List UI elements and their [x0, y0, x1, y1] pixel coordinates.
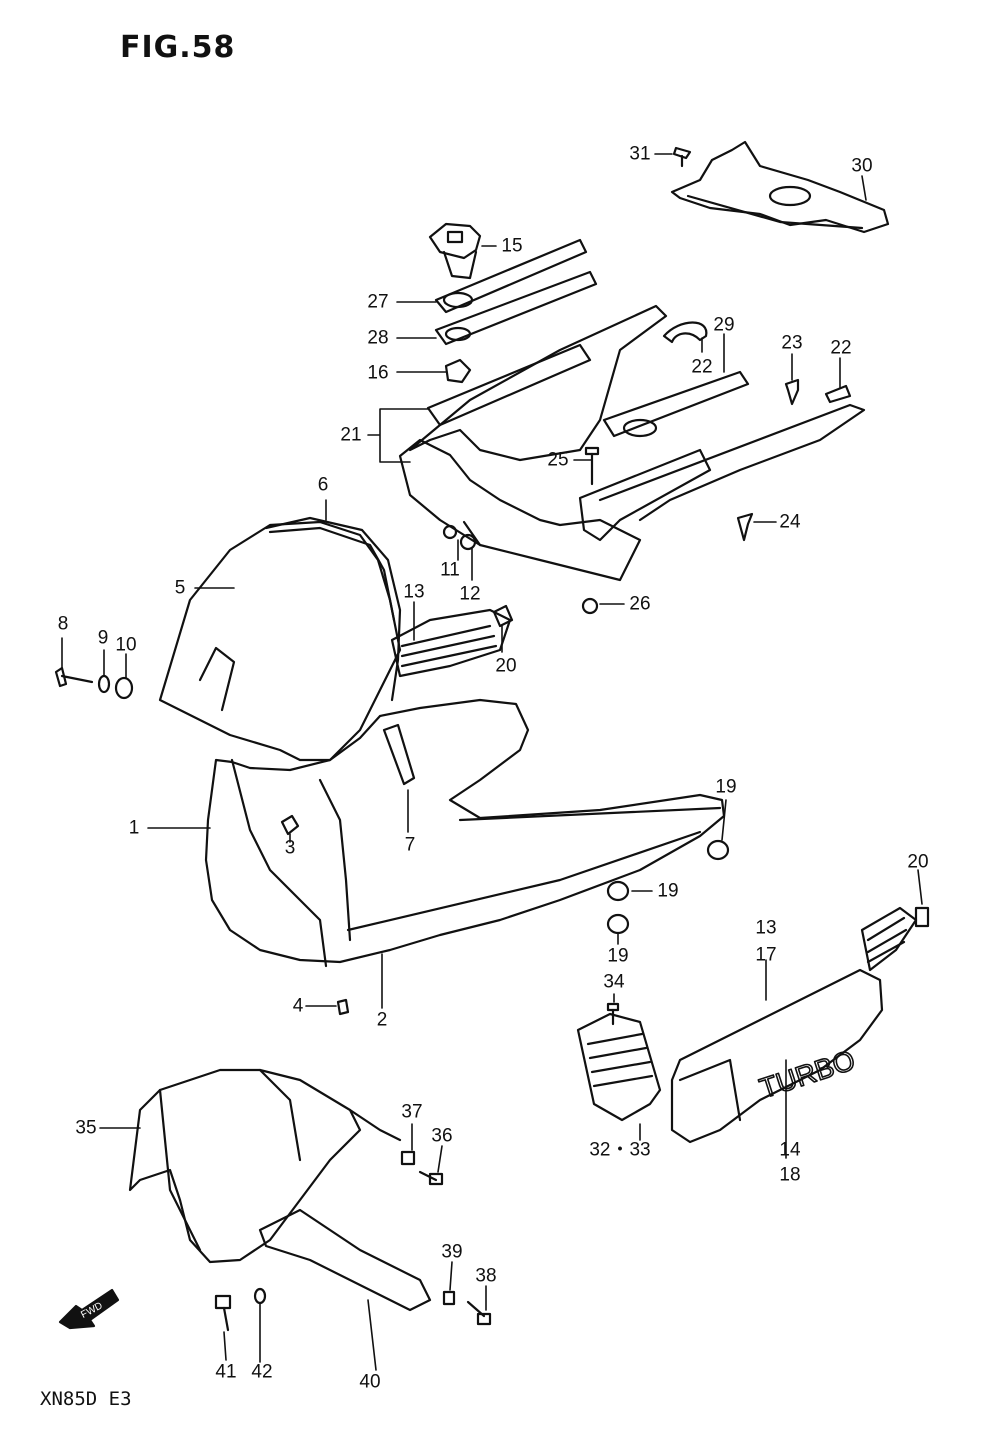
part-15-side-cover	[670, 968, 884, 1144]
part-36-bolt	[418, 1170, 444, 1186]
part-40-stay	[258, 1208, 432, 1312]
part-27-28-plates	[434, 238, 598, 346]
callout-22-left: 22	[691, 356, 713, 378]
callout-12: 12	[459, 583, 481, 605]
callout-29: 29	[713, 314, 735, 336]
callout-13-right: 13	[755, 917, 777, 939]
part-14-16-badge: TURBO	[755, 1044, 859, 1105]
callout-7: 7	[404, 834, 416, 856]
part-38-bolt	[466, 1300, 492, 1326]
callout-23: 23	[781, 332, 803, 354]
callout-19-mid: 19	[657, 880, 679, 902]
part-39-nut	[442, 1290, 456, 1306]
callout-5: 5	[174, 577, 186, 599]
part-30-rear-cover	[670, 140, 890, 234]
part-1-fairing	[204, 698, 726, 968]
part-6-trim	[264, 516, 402, 702]
part-20-grommet-left	[492, 604, 514, 628]
callout-26: 26	[629, 593, 651, 615]
callout-17: 15	[501, 235, 523, 257]
part-42-washer	[253, 1287, 267, 1305]
part-24-screw	[736, 512, 754, 542]
callout-22-right: 22	[830, 337, 852, 359]
part-5-windscreen	[158, 520, 402, 762]
callout-10: 10	[115, 634, 137, 656]
callout-18: 16	[367, 362, 389, 384]
callout-11: 11	[440, 559, 460, 581]
part-17-lock	[428, 222, 482, 280]
callout-9: 9	[97, 627, 109, 649]
part-35-bracket	[128, 1068, 402, 1264]
callout-40: 40	[359, 1371, 381, 1393]
callout-19-top: 19	[715, 776, 737, 798]
callout-15: 17	[755, 944, 777, 966]
callout-36: 36	[431, 1125, 453, 1147]
turbo-badge: TURBO	[756, 1044, 859, 1104]
part-19-grommets	[606, 839, 730, 935]
part-4-screw	[336, 998, 350, 1016]
part-34-screw	[606, 1002, 620, 1026]
model-code: XN85D E3	[40, 1388, 132, 1410]
part-37-nut	[400, 1150, 416, 1166]
callout-34: 34	[603, 971, 625, 993]
part-21-console	[398, 304, 668, 582]
part-41-bolt	[214, 1294, 232, 1332]
callout-42: 42	[251, 1361, 273, 1383]
callout-39: 39	[441, 1241, 463, 1263]
leader-lines	[61, 153, 923, 1371]
part-3-clip	[280, 814, 300, 836]
part-22-clips	[662, 321, 852, 404]
callout-35: 35	[75, 1117, 97, 1139]
callout-13-left: 13	[403, 581, 425, 603]
part-31-screw	[672, 146, 692, 168]
callout-24: 24	[779, 511, 801, 533]
part-18-clip	[444, 358, 472, 384]
callout-2: 2	[376, 1009, 388, 1031]
callout-19-low: 19	[607, 945, 629, 967]
callout-6: 6	[317, 474, 329, 496]
callout-32-33: 32・33	[589, 1139, 651, 1161]
fwd-arrow-icon: FWD	[58, 1288, 120, 1330]
part-25-bolt	[584, 446, 600, 486]
callout-27: 27	[367, 291, 389, 313]
callout-1: 1	[128, 817, 140, 839]
part-20-grommet-right	[914, 906, 930, 928]
part-7-stay	[382, 723, 416, 786]
part-23-screw	[784, 378, 800, 406]
part-13-right-grille	[860, 906, 918, 972]
part-26-nut	[581, 597, 599, 615]
callout-8: 8	[57, 613, 69, 635]
part-13-left-grille	[390, 608, 512, 678]
callout-20-left: 20	[495, 655, 517, 677]
part-11-12-fasteners	[442, 524, 477, 551]
callout-37: 37	[401, 1101, 423, 1123]
part-8-screw	[54, 666, 94, 688]
callout-31: 31	[629, 143, 651, 165]
callout-21: 21	[340, 424, 362, 446]
callout-28: 28	[367, 327, 389, 349]
callout-4: 4	[292, 995, 304, 1017]
callout-38: 38	[475, 1265, 497, 1287]
part-10-nut	[114, 676, 134, 700]
callout-14: 14	[779, 1139, 801, 1161]
callout-16: 18	[779, 1164, 801, 1186]
callout-20-right: 20	[907, 851, 929, 873]
figure-title: FIG.58	[120, 30, 236, 65]
callout-41: 41	[215, 1361, 237, 1383]
callout-30: 30	[851, 155, 873, 177]
part-9-washer	[97, 674, 111, 694]
callout-25: 25	[547, 449, 569, 471]
part-32-33-grille-block	[576, 1012, 662, 1122]
part-29-side-panel	[578, 370, 866, 542]
callout-3: 3	[284, 837, 296, 859]
